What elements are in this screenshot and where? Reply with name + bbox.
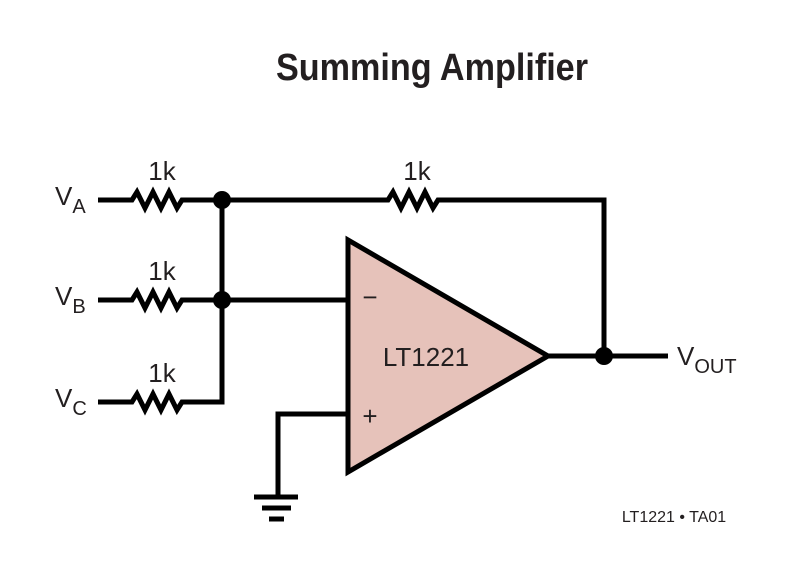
opamp-inverting-sign: −: [362, 282, 377, 312]
opamp-body: [345, 235, 553, 477]
resistor-b-label: 1k: [148, 256, 176, 286]
input-c-branch: [98, 200, 225, 416]
feedback-path: [222, 186, 607, 356]
output-label: VOUT: [677, 341, 737, 378]
resistor-a-label: 1k: [148, 156, 176, 186]
input-a-branch: [98, 186, 222, 214]
input-a-label: VA: [55, 181, 86, 218]
opamp-part-label: LT1221: [383, 342, 469, 372]
junction-node-mid: [213, 291, 231, 309]
diagram-title: Summing Amplifier: [276, 47, 588, 89]
figure-reference: LT1221 • TA01: [622, 509, 726, 526]
junction-node-output: [595, 347, 613, 365]
resistor-c-label: 1k: [148, 358, 176, 388]
feedback-resistor-label: 1k: [403, 156, 431, 186]
input-b-branch: [98, 286, 348, 314]
opamp-noninverting-sign: +: [362, 401, 377, 431]
input-b-label: VB: [55, 281, 86, 318]
junction-node-top: [213, 191, 231, 209]
ground-path: [254, 411, 348, 522]
input-c-label: VC: [55, 383, 87, 420]
